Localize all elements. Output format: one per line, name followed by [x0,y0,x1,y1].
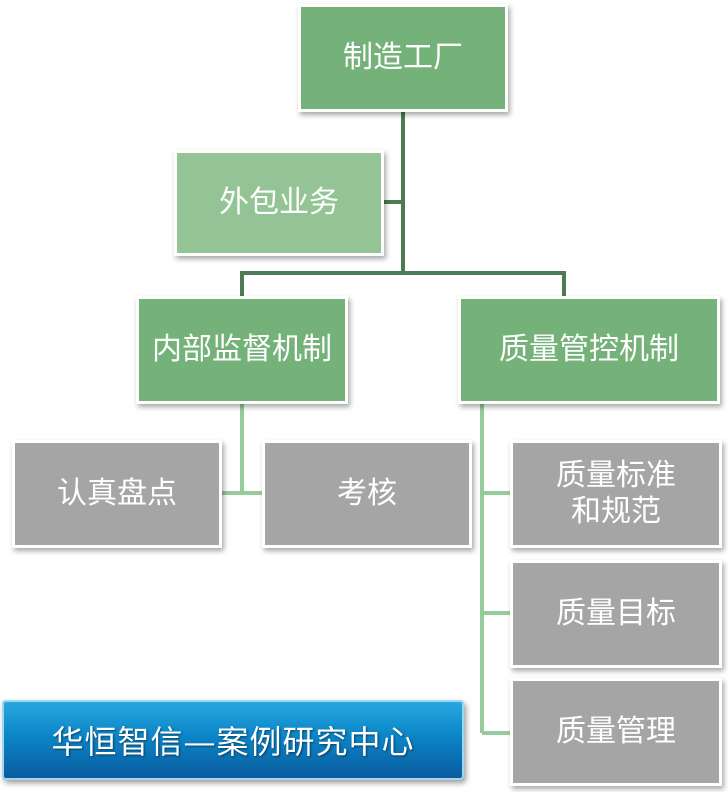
node-quality-control-label: 质量管控机制 [499,332,679,367]
node-internal-supervision-label: 内部监督机制 [152,332,332,367]
node-assessment: 考核 [262,440,472,548]
watermark-banner-text: 华恒智信—案例研究中心 [51,723,415,761]
node-root: 制造工厂 [298,4,508,112]
node-quality-standards-label: 质量标准 和规范 [556,458,676,529]
node-internal-supervision: 内部监督机制 [136,296,348,404]
node-quality-control: 质量管控机制 [458,296,720,404]
node-inventory-label: 认真盘点 [57,476,177,511]
node-outsourcing: 外包业务 [174,150,384,256]
node-quality-management-label: 质量管理 [556,714,676,749]
node-quality-management: 质量管理 [510,678,722,786]
node-quality-targets-label: 质量目标 [556,596,676,631]
node-inventory: 认真盘点 [12,440,222,548]
node-outsourcing-label: 外包业务 [219,185,339,220]
node-quality-targets: 质量目标 [510,560,722,668]
node-quality-standards: 质量标准 和规范 [510,440,722,548]
node-root-label: 制造工厂 [343,40,463,75]
node-assessment-label: 考核 [337,476,397,511]
watermark-banner: 华恒智信—案例研究中心 [2,700,464,780]
